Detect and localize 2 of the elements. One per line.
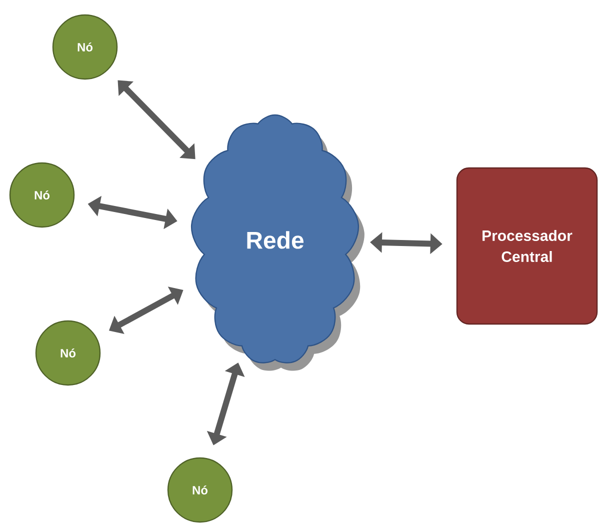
network-cloud: Rede [190,114,364,371]
processor-box: Processador Central [456,167,598,325]
